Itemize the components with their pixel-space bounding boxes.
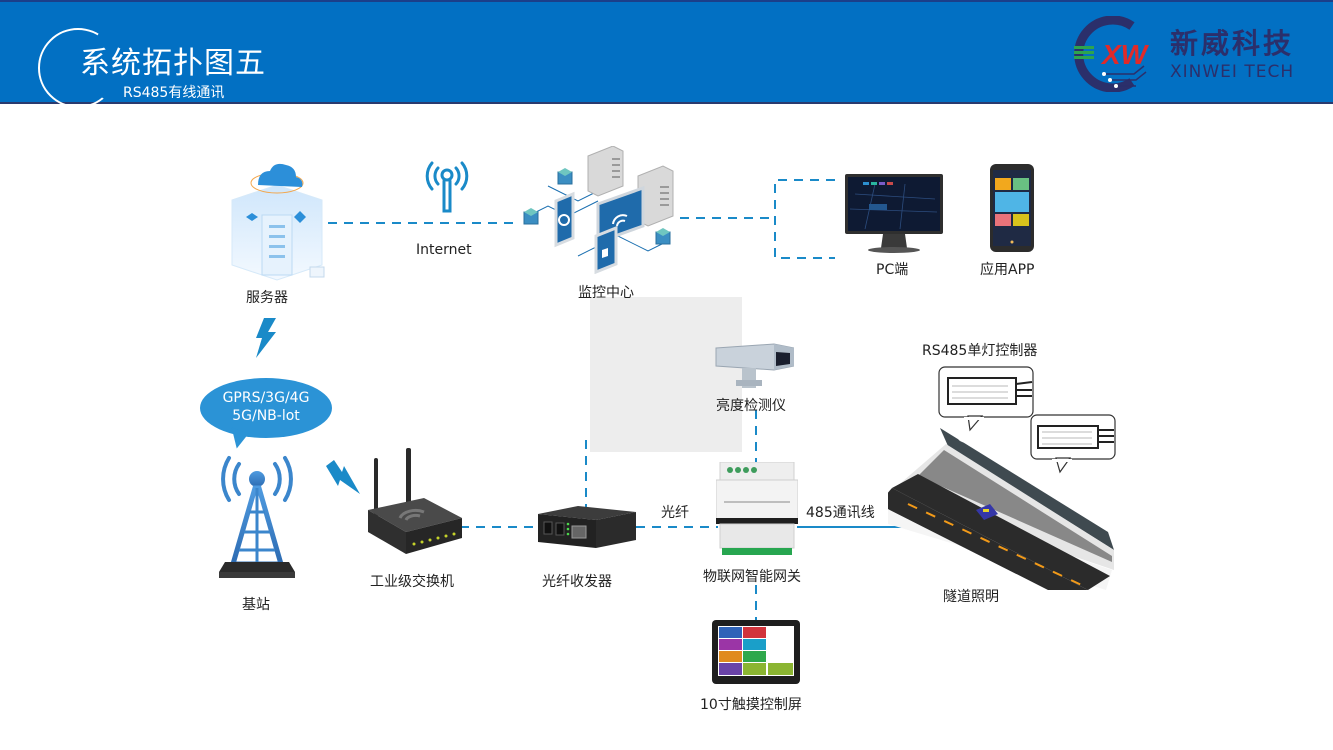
monitor-center-label: 监控中心: [578, 285, 634, 301]
page-subtitle: RS485有线通讯: [123, 85, 225, 101]
internet-label: Internet: [416, 242, 472, 258]
network-bubble-line2: 5G/NB-lot: [232, 408, 300, 424]
antenna-icon: [425, 161, 469, 213]
server-label: 服务器: [246, 290, 288, 306]
lamp-controller-callout-1[interactable]: [938, 366, 1034, 432]
app-label: 应用APP: [980, 262, 1035, 278]
logo-name-cn: 新威科技: [1170, 27, 1295, 60]
tunnel-lighting-label: 隧道照明: [943, 589, 999, 605]
desktop-monitor-icon[interactable]: [845, 174, 943, 254]
touch-screen-label: 10寸触摸控制屏: [700, 697, 802, 713]
logo-name-en: XINWEI TECH: [1170, 62, 1295, 82]
iot-gateway-label: 物联网智能网关: [703, 569, 801, 585]
brightness-detector-label: 亮度检测仪: [716, 398, 786, 414]
network-bubble-line1: GPRS/3G/4G: [222, 390, 310, 406]
page-title: 系统拓扑图五: [80, 46, 266, 81]
company-logo: XW 新威科技 XINWEI TECH: [1070, 15, 1310, 93]
base-station-label: 基站: [242, 597, 270, 613]
industrial-switch-label: 工业级交换机: [370, 574, 454, 590]
xw-logo-icon: XW: [1074, 15, 1150, 93]
cloud-server-icon[interactable]: [222, 155, 332, 285]
lamp-controller-callout-2[interactable]: [1030, 414, 1116, 474]
router-icon[interactable]: [364, 448, 464, 560]
cell-tower-icon[interactable]: [215, 452, 299, 580]
rs485-link-label: 485通讯线: [806, 505, 875, 521]
single-lamp-controller-label: RS485单灯控制器: [922, 343, 1038, 359]
fiber-link-label: 光纤: [661, 505, 689, 521]
fiber-transceiver-label: 光纤收发器: [542, 574, 612, 590]
header-banner: 系统拓扑图五 RS485有线通讯 XW 新威科技 XINWEI TECH: [0, 0, 1333, 108]
camera-housing-icon[interactable]: [714, 338, 794, 390]
monitoring-center-icon[interactable]: [518, 146, 686, 274]
background-panel: [590, 297, 742, 452]
link-clients-bracket: [774, 179, 835, 259]
lightning-bolt-icon: [256, 318, 276, 358]
fiber-transceiver-icon[interactable]: [538, 506, 636, 552]
svg-text:XW: XW: [1100, 39, 1150, 70]
smartphone-icon[interactable]: [990, 164, 1034, 252]
network-type-bubble: GPRS/3G/4G 5G/NB-lot: [200, 378, 332, 438]
lightning-bolt-icon: [326, 460, 360, 494]
tunnel-road-icon[interactable]: [888, 364, 1118, 594]
pc-label: PC端: [876, 262, 909, 278]
touch-panel-icon[interactable]: [712, 620, 800, 684]
din-rail-gateway-icon[interactable]: [716, 462, 798, 556]
